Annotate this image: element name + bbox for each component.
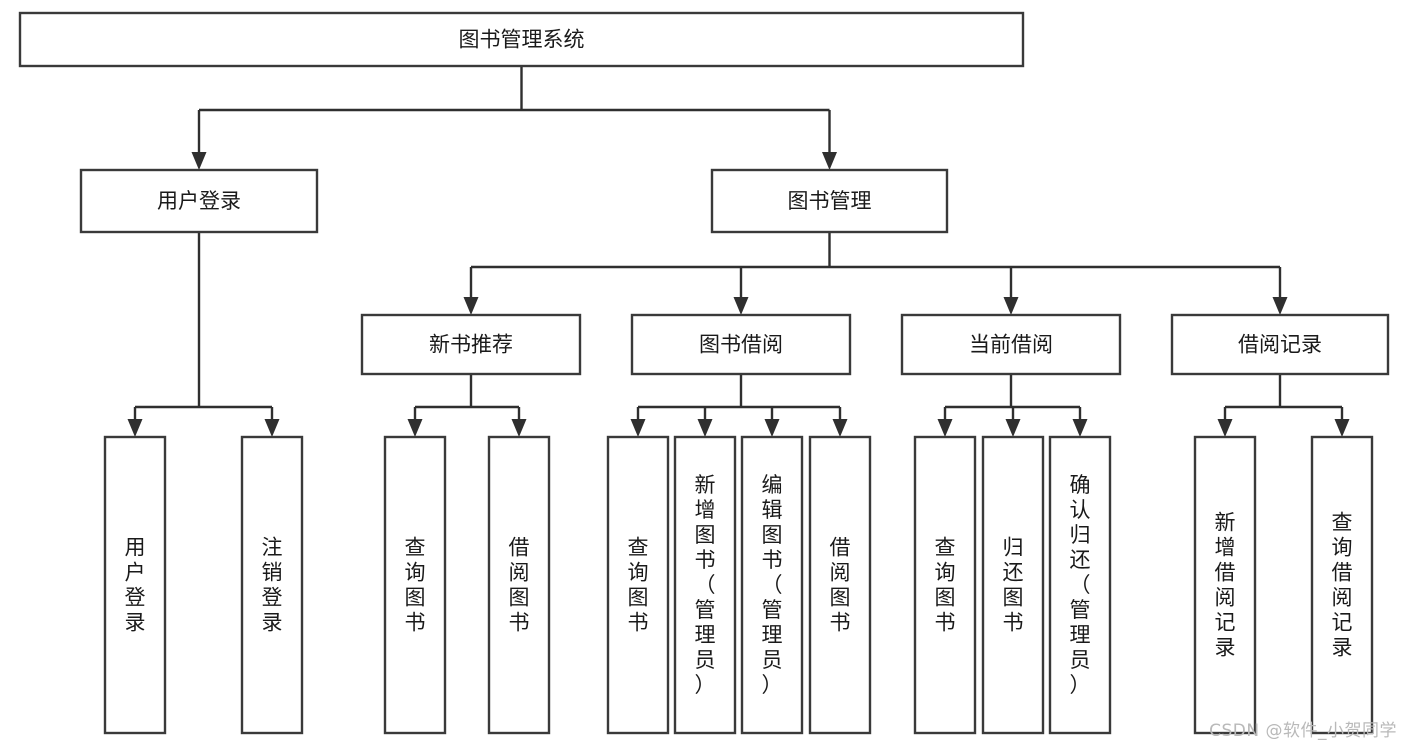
node-leaf-borrow-book-label: 借阅图书 xyxy=(830,536,851,635)
node-leaf-confirm-return-admin-label: 确认归还（管理员） xyxy=(1070,473,1091,697)
node-leaf-user-login[interactable]: 用户登录 xyxy=(103,435,167,735)
node-leaf-return-book-label: 归还图书 xyxy=(1003,536,1024,635)
node-borrow-record-box xyxy=(1170,313,1390,376)
arrow-head-icon xyxy=(630,419,646,437)
node-leaf-add-borrow-record-label: 新增借阅记录 xyxy=(1215,511,1236,660)
node-new-book-recommend-label: 新书推荐 xyxy=(429,333,513,357)
node-new-book-recommend[interactable]: 新书推荐 xyxy=(360,313,582,376)
arrow-head-icon xyxy=(764,419,780,437)
node-book-management-box xyxy=(710,168,949,234)
arrow-head-icon xyxy=(937,419,953,437)
node-leaf-query-book-borrow[interactable]: 查询图书 xyxy=(606,435,670,735)
node-leaf-query-book-recommend-box xyxy=(383,435,447,735)
node-leaf-borrow-book[interactable]: 借阅图书 xyxy=(808,435,872,735)
node-leaf-logout-label: 注销登录 xyxy=(262,536,283,635)
node-leaf-logout[interactable]: 注销登录 xyxy=(240,435,304,735)
node-leaf-borrow-book-recommend-label: 借阅图书 xyxy=(509,536,530,635)
node-leaf-add-borrow-record-box xyxy=(1193,435,1257,735)
arrow-head-icon xyxy=(511,419,527,437)
node-leaf-confirm-return-admin[interactable]: 确认归还（管理员） xyxy=(1048,435,1112,735)
arrow-head-icon xyxy=(264,419,280,437)
arrow-head-icon xyxy=(697,419,713,437)
node-leaf-query-book-current-box xyxy=(913,435,977,735)
arrow-head-icon xyxy=(1072,419,1088,437)
node-leaf-query-borrow-record[interactable]: 查询借阅记录 xyxy=(1310,435,1374,735)
node-current-borrow-label: 当前借阅 xyxy=(969,333,1053,357)
node-borrow-record[interactable]: 借阅记录 xyxy=(1170,313,1390,376)
node-leaf-add-book-admin-box xyxy=(673,435,737,735)
arrow-head-icon xyxy=(127,419,143,437)
node-leaf-edit-book-admin-box xyxy=(740,435,804,735)
node-book-management-label: 图书管理 xyxy=(788,189,872,213)
arrow-head-icon xyxy=(822,152,837,170)
node-leaf-query-book-recommend-label: 查询图书 xyxy=(405,536,426,635)
node-leaf-query-book-borrow-box xyxy=(606,435,670,735)
node-leaf-query-borrow-record-box xyxy=(1310,435,1374,735)
node-current-borrow[interactable]: 当前借阅 xyxy=(900,313,1122,376)
node-leaf-confirm-return-admin-box xyxy=(1048,435,1112,735)
node-user-login-box xyxy=(79,168,319,234)
node-current-borrow-box xyxy=(900,313,1122,376)
connector-layer xyxy=(127,66,1350,437)
node-borrow-record-label: 借阅记录 xyxy=(1238,333,1322,357)
node-leaf-return-book-box xyxy=(981,435,1045,735)
node-leaf-logout-box xyxy=(240,435,304,735)
node-leaf-query-book-current[interactable]: 查询图书 xyxy=(913,435,977,735)
arrow-head-icon xyxy=(463,297,479,315)
arrow-head-icon xyxy=(832,419,848,437)
arrow-head-icon xyxy=(1005,419,1021,437)
node-leaf-edit-book-admin[interactable]: 编辑图书（管理员） xyxy=(740,435,804,735)
node-leaf-return-book[interactable]: 归还图书 xyxy=(981,435,1045,735)
node-root-root-label: 图书管理系统 xyxy=(459,28,585,52)
node-leaf-add-borrow-record[interactable]: 新增借阅记录 xyxy=(1193,435,1257,735)
arrow-head-icon xyxy=(1217,419,1233,437)
node-leaf-query-book-borrow-label: 查询图书 xyxy=(628,536,649,635)
node-root-root-box xyxy=(18,11,1025,68)
node-leaf-borrow-book-recommend[interactable]: 借阅图书 xyxy=(487,435,551,735)
node-new-book-recommend-box xyxy=(360,313,582,376)
node-leaf-add-book-admin[interactable]: 新增图书（管理员） xyxy=(673,435,737,735)
node-leaf-query-book-current-label: 查询图书 xyxy=(935,536,956,635)
arrow-head-icon xyxy=(1003,297,1019,315)
node-leaf-query-borrow-record-label: 查询借阅记录 xyxy=(1332,511,1353,660)
node-leaf-borrow-book-box xyxy=(808,435,872,735)
node-leaf-edit-book-admin-label: 编辑图书（管理员） xyxy=(762,473,783,697)
node-user-login[interactable]: 用户登录 xyxy=(79,168,319,234)
node-leaf-user-login-box xyxy=(103,435,167,735)
node-book-borrow-label: 图书借阅 xyxy=(699,333,783,357)
node-book-borrow-box xyxy=(630,313,852,376)
node-leaf-add-book-admin-label: 新增图书（管理员） xyxy=(695,473,716,697)
arrow-head-icon xyxy=(407,419,423,437)
node-book-borrow[interactable]: 图书借阅 xyxy=(630,313,852,376)
node-leaf-user-login-label: 用户登录 xyxy=(125,536,146,635)
node-leaf-query-book-recommend[interactable]: 查询图书 xyxy=(383,435,447,735)
arrow-head-icon xyxy=(191,152,207,170)
arrow-head-icon xyxy=(1334,419,1350,437)
arrow-head-icon xyxy=(733,297,749,315)
node-leaf-borrow-book-recommend-box xyxy=(487,435,551,735)
arrow-head-icon xyxy=(1272,297,1288,315)
node-user-login-label: 用户登录 xyxy=(157,189,241,213)
node-layer: 图书管理系统用户登录图书管理新书推荐图书借阅当前借阅借阅记录用户登录注销登录查询… xyxy=(18,11,1390,735)
node-book-management[interactable]: 图书管理 xyxy=(710,168,949,234)
node-root-root[interactable]: 图书管理系统 xyxy=(18,11,1025,68)
